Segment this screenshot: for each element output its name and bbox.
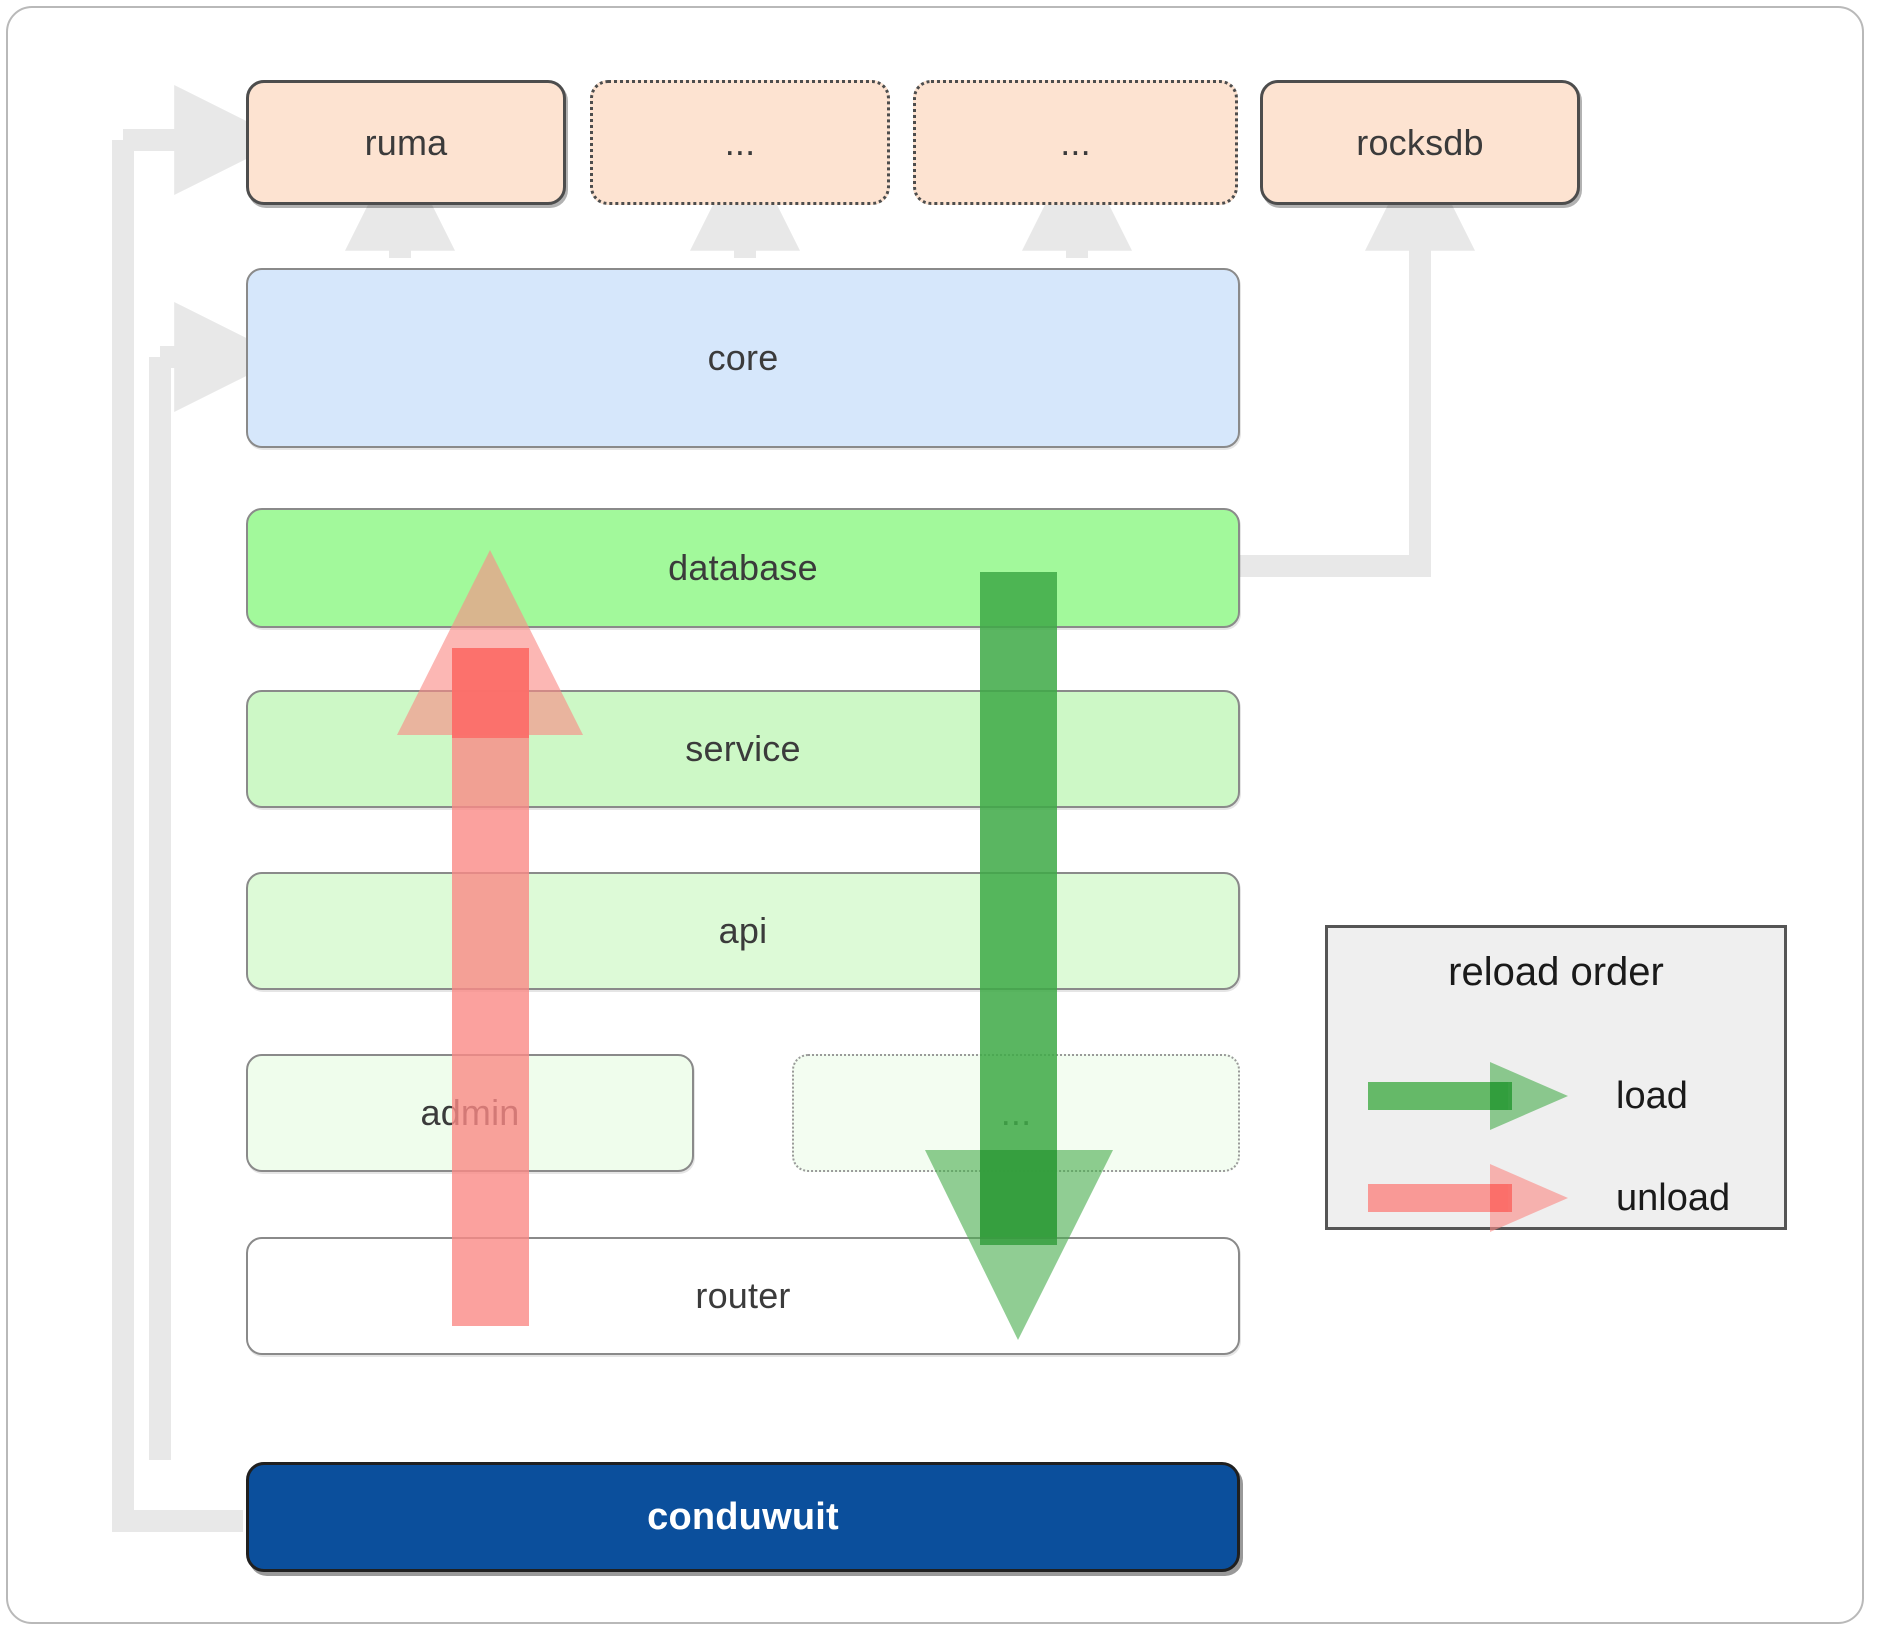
root-label-conduwuit: conduwuit [647,1495,839,1538]
legend-entry-unload: unload [1368,1158,1760,1238]
legend-panel: reload order load unload [1325,925,1787,1232]
layer-node-core[interactable]: core [246,268,1240,448]
dependency-label-rocksdb: rocksdb [1356,121,1484,163]
dependency-node-dots-2[interactable]: ... [913,80,1238,205]
layer-label-service: service [685,728,801,769]
diagram-frame [6,6,1864,1624]
layer-label-database: database [668,547,818,588]
load-arrow-icon [1368,1062,1568,1130]
legend-label-load: load [1616,1074,1688,1117]
layer-node-admin[interactable]: admin [246,1054,694,1172]
layer-label-dots: ... [1000,1092,1032,1133]
layer-label-api: api [718,910,768,951]
layer-label-router: router [695,1275,791,1316]
layer-node-service[interactable]: service [246,690,1240,808]
dependency-label-ruma: ruma [364,121,448,163]
dependency-label-dots-2: ... [1060,121,1091,163]
dependency-node-rocksdb[interactable]: rocksdb [1260,80,1580,205]
layer-node-api[interactable]: api [246,872,1240,990]
legend-title: reload order [1448,950,1664,994]
layer-label-admin: admin [420,1092,520,1133]
dependency-node-ruma[interactable]: ruma [246,80,566,205]
dependency-node-dots-1[interactable]: ... [590,80,890,205]
layer-node-dots[interactable]: ... [792,1054,1240,1172]
dependency-label-dots-1: ... [724,121,756,163]
legend-entry-load: load [1368,1056,1760,1136]
layer-node-router[interactable]: router [246,1237,1240,1355]
layer-node-database[interactable]: database [246,508,1240,628]
legend-label-unload: unload [1616,1176,1731,1219]
layer-label-core: core [707,337,779,378]
unload-arrow-icon [1368,1164,1568,1232]
root-node-conduwuit[interactable]: conduwuit [246,1462,1240,1572]
